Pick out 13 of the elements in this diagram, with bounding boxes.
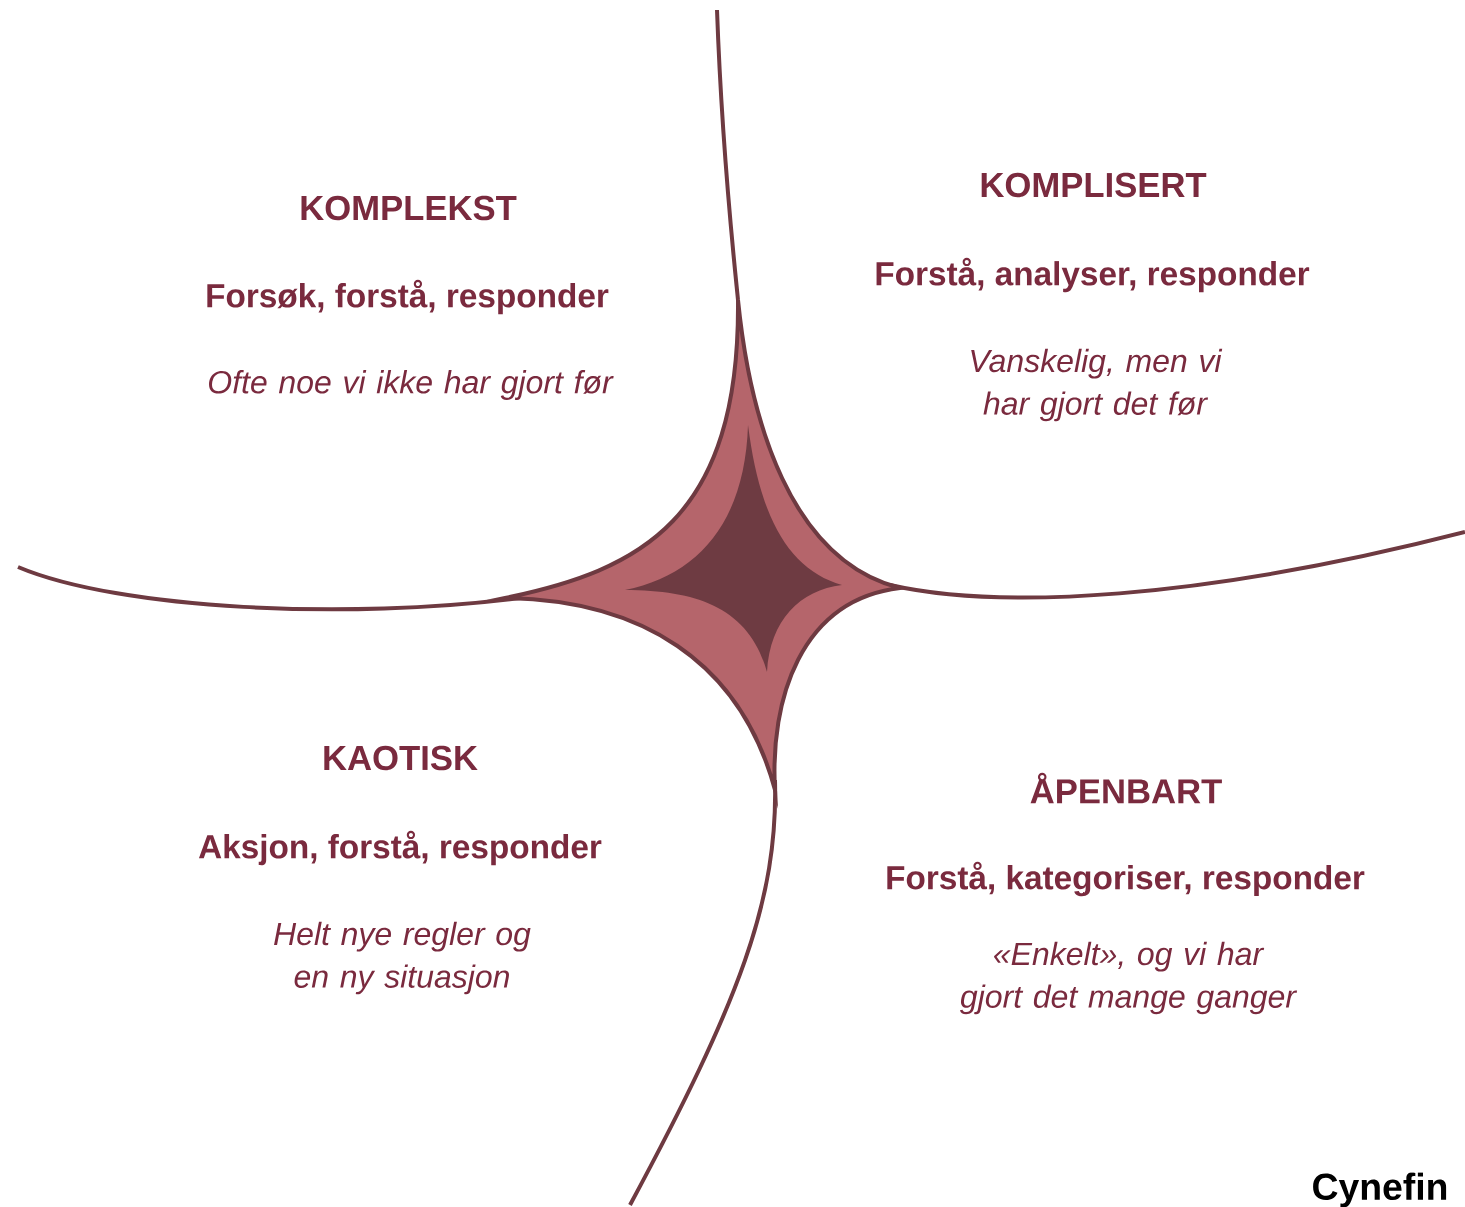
- domain-title: KAOTISK: [324, 745, 478, 771]
- approach-text: Forsøk, forstå, responder: [207, 279, 609, 315]
- approach-text: Forstå, kategoriser, responder: [887, 861, 1365, 897]
- domain-title: KOMPLEKST: [301, 195, 517, 221]
- description-text: Vanskelig, men vi har gjort det før: [971, 348, 1223, 422]
- description-text: Helt nye regler og en ny situasjon: [274, 921, 531, 995]
- approach-text: Forstå, analyser, responder: [876, 257, 1310, 293]
- approach-text: Aksjon, forstå, responder: [198, 830, 602, 866]
- framework-name: Cynefin: [1313, 1172, 1447, 1207]
- domain-title: ÅPENBART: [1030, 772, 1222, 804]
- domain-title: KOMPLISERT: [981, 172, 1207, 198]
- description-text: Ofte noe vi ikke har gjort før: [209, 370, 614, 400]
- description-text: «Enkelt», og vi har gjort det mange ganger: [959, 941, 1298, 1015]
